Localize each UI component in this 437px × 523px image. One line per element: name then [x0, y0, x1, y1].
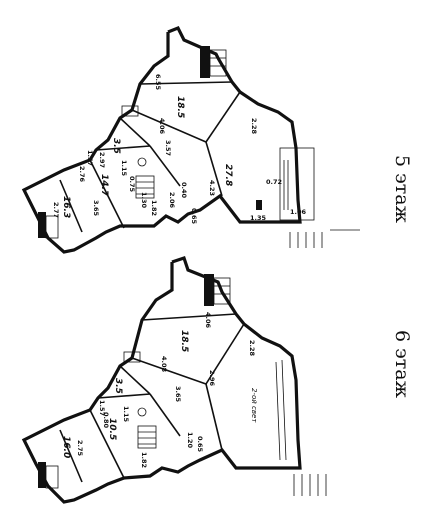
floor6-partition: [119, 365, 151, 395]
floor5-partition: [205, 91, 241, 143]
room-area: 10.5: [107, 418, 117, 440]
dimension-label: 3.57: [164, 140, 172, 156]
floor6-bathtub: [123, 351, 141, 363]
floor5-partition: [131, 109, 207, 143]
room-area: 16.0: [61, 436, 71, 458]
floor5-loggia: [279, 147, 315, 221]
floor5-column: [256, 200, 262, 210]
floor6-window: [45, 465, 59, 489]
dimension-label: 3.65: [174, 386, 182, 403]
dimension-label: 1.15: [122, 406, 130, 423]
floor5-partition: [89, 159, 125, 229]
room-area: 3.5: [113, 378, 123, 394]
dimension-label: 4.08: [160, 356, 168, 373]
dimension-label: 1.57: [86, 150, 94, 166]
dimension-label: 3.65: [92, 200, 100, 217]
dimension-label: 2.77: [52, 202, 60, 218]
dimension-label: 0.72: [266, 178, 282, 186]
dimension-label: 2.06: [168, 192, 176, 209]
dimension-label: 4.06: [204, 312, 212, 329]
floor6-sink: [137, 407, 147, 417]
dimension-label: 1.30: [140, 192, 148, 209]
floor6-partition: [131, 357, 207, 385]
floor6-partition: [205, 323, 245, 385]
floor-label-6: 6 этаж: [391, 329, 413, 399]
floor5-bathtub: [121, 105, 139, 117]
floor-5-plan: 27.8 18.5 16.3 14.7 3.5 6.55 4.06 3.57 2…: [21, 25, 360, 254]
floor6-partition: [205, 383, 223, 451]
room-area: 16.3: [61, 196, 71, 218]
dimension-label: 1.35: [250, 214, 267, 222]
dimension-label: 1.82: [140, 452, 148, 468]
dimension-label: 0.75: [128, 176, 136, 193]
floor-6-plan: 18.5 16.0 10.5 3.5 2-ой свет 4.06 4.08 3…: [21, 255, 327, 504]
floor6-balcony-wall: [38, 462, 46, 488]
dimension-label: 6.55: [154, 74, 162, 91]
dimension-label: 2.28: [248, 340, 256, 357]
dimension-label: 0.40: [180, 182, 188, 199]
floor5-partition: [95, 145, 151, 151]
floor5-stairs: [135, 175, 155, 199]
room-area: 14.7: [99, 174, 109, 197]
dimension-label: 0.80: [102, 412, 110, 429]
floor6-stairs: [137, 425, 157, 449]
floor5-balcony-wall: [38, 212, 46, 238]
room-area: 18.5: [179, 330, 189, 352]
dimension-label: 2.75: [76, 440, 84, 457]
dimension-label: 4.06: [158, 118, 166, 135]
floor6-partition: [59, 429, 83, 483]
floor6-window: [213, 277, 231, 305]
floor5-partition: [205, 141, 223, 197]
floor5-window: [45, 215, 59, 239]
floor5-partition: [119, 117, 151, 147]
dimension-label: 2.97: [98, 152, 106, 168]
floor5-partition: [149, 145, 181, 187]
dimension-label: 1.06: [290, 208, 307, 216]
dimension-label: 2.28: [250, 118, 258, 135]
room-area: 18.5: [175, 96, 185, 118]
floor5-sink: [137, 157, 147, 167]
dimension-label: 1.20: [186, 432, 194, 449]
dimension-label: 1.15: [120, 160, 128, 177]
dimension-label: 4.23: [208, 180, 216, 196]
dimension-label: 2.96: [208, 370, 216, 387]
dimension-label: 1.57: [98, 400, 106, 416]
floor5-partition: [139, 81, 233, 85]
floor6-partition: [149, 393, 181, 437]
dimension-label: 1.82: [150, 200, 158, 216]
dimension-label: 0.65: [190, 208, 198, 225]
dimension-label: 2.76: [78, 166, 86, 183]
floor6-partition: [141, 313, 237, 321]
floor6-balcony-wall: [204, 274, 214, 306]
second-light-note: 2-ой свет: [250, 388, 258, 423]
floor5-window: [209, 49, 227, 77]
floor5-balcony-wall: [200, 46, 210, 78]
floor5-partition: [59, 179, 83, 233]
floor6-outer-wall: [21, 255, 302, 504]
room-area: 27.8: [223, 164, 233, 186]
floor6-partition: [89, 409, 125, 479]
floor6-partition: [97, 393, 151, 399]
floor5-outer-wall: [21, 25, 302, 254]
room-area: 3.5: [111, 138, 121, 154]
dimension-label: 0.65: [196, 436, 204, 453]
floor-label-5: 5 этаж: [391, 154, 413, 224]
